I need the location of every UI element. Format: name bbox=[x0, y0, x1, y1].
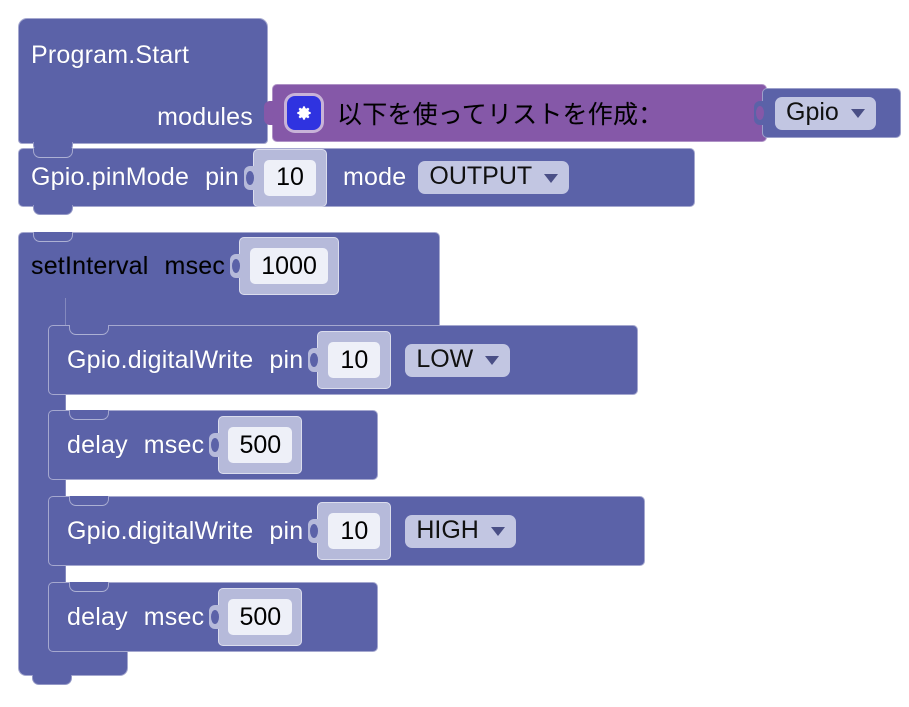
chevron-down-icon bbox=[544, 173, 559, 183]
pinmode-mode-dropdown[interactable]: OUTPUT bbox=[418, 161, 570, 194]
block-digital-write-low[interactable]: Gpio.digitalWrite pin 10 LOW bbox=[48, 325, 638, 395]
block-notch-top bbox=[69, 582, 109, 592]
block-program-start[interactable]: Program.Start modules bbox=[18, 18, 268, 152]
pinmode-pin-value-block[interactable]: 10 bbox=[244, 148, 328, 207]
chevron-down-icon bbox=[850, 109, 865, 118]
digital-write-low-name: Gpio.digitalWrite bbox=[67, 345, 254, 374]
gear-icon[interactable] bbox=[287, 96, 321, 130]
block-gpio-pinmode[interactable]: Gpio.pinMode pin 10 mode OUTPUT bbox=[18, 148, 695, 215]
delay-2-name: delay bbox=[67, 602, 128, 631]
block-notch-bottom bbox=[32, 675, 72, 685]
block-notch-top bbox=[69, 410, 109, 420]
block-notch-top bbox=[33, 232, 73, 242]
value-connector-tab bbox=[209, 433, 220, 457]
loop-inner-notch bbox=[66, 298, 406, 306]
value-connector-tab bbox=[230, 254, 241, 278]
chevron-down-icon bbox=[485, 356, 500, 365]
pinmode-pin-label: pin bbox=[205, 163, 240, 191]
digital-write-low-pin-label: pin bbox=[269, 345, 304, 374]
value-connector-tab bbox=[264, 101, 274, 125]
digital-write-low-pin-input[interactable]: 10 bbox=[328, 342, 381, 378]
block-delay-1[interactable]: delay msec 500 bbox=[48, 410, 378, 480]
digital-write-high-name: Gpio.digitalWrite bbox=[67, 516, 254, 545]
delay-2-msec-label: msec bbox=[143, 602, 205, 631]
digital-write-high-pin-value-block[interactable]: 10 bbox=[308, 502, 392, 560]
delay-2-msec-value-block[interactable]: 500 bbox=[209, 588, 303, 646]
delay-2-msec-input[interactable]: 500 bbox=[228, 599, 293, 635]
pinmode-pin-input[interactable]: 10 bbox=[264, 159, 317, 196]
block-notch-bottom bbox=[33, 205, 73, 215]
digital-write-low-state-dropdown[interactable]: LOW bbox=[405, 343, 511, 377]
pinmode-mode-label: mode bbox=[343, 163, 407, 191]
set-interval-name: setInterval bbox=[31, 251, 149, 280]
block-create-list-with[interactable]: 以下を使ってリストを作成： bbox=[264, 84, 767, 142]
delay-1-msec-value-block[interactable]: 500 bbox=[209, 416, 303, 474]
block-notch-top bbox=[69, 496, 109, 506]
program-start-modules-label: modules bbox=[157, 103, 253, 131]
digital-write-high-pin-label: pin bbox=[269, 516, 304, 545]
value-connector-tab bbox=[308, 519, 319, 543]
digital-write-high-state-value: HIGH bbox=[416, 515, 479, 544]
block-digital-write-high[interactable]: Gpio.digitalWrite pin 10 HIGH bbox=[48, 496, 645, 566]
value-connector-tab bbox=[308, 348, 319, 372]
gpio-module-dropdown[interactable]: Gpio bbox=[775, 96, 876, 130]
digital-write-high-state-dropdown[interactable]: HIGH bbox=[405, 514, 516, 548]
value-connector-tab bbox=[244, 165, 255, 190]
delay-1-msec-label: msec bbox=[143, 430, 205, 459]
block-notch-top bbox=[69, 325, 109, 335]
block-notch-top bbox=[33, 148, 73, 158]
pinmode-name: Gpio.pinMode bbox=[31, 163, 190, 191]
digital-write-low-state-value: LOW bbox=[416, 344, 474, 373]
chevron-down-icon bbox=[490, 527, 505, 536]
set-interval-msec-input[interactable]: 1000 bbox=[250, 248, 329, 284]
digital-write-low-pin-value-block[interactable]: 10 bbox=[308, 331, 392, 389]
block-gpio-module[interactable]: Gpio bbox=[754, 88, 901, 138]
digital-write-high-pin-input[interactable]: 10 bbox=[328, 513, 381, 549]
pinmode-mode-value: OUTPUT bbox=[429, 162, 533, 190]
block-delay-2[interactable]: delay msec 500 bbox=[48, 582, 378, 652]
gpio-module-value: Gpio bbox=[786, 97, 839, 126]
program-start-title: Program.Start bbox=[31, 41, 190, 69]
delay-1-msec-input[interactable]: 500 bbox=[228, 427, 293, 463]
set-interval-msec-value-block[interactable]: 1000 bbox=[230, 237, 340, 295]
create-list-label: 以下を使ってリストを作成： bbox=[337, 100, 664, 129]
delay-1-name: delay bbox=[67, 430, 128, 459]
value-connector-tab bbox=[754, 101, 764, 125]
block-set-interval[interactable]: setInterval msec 1000 bbox=[18, 232, 440, 333]
set-interval-msec-label: msec bbox=[164, 251, 226, 280]
value-connector-tab bbox=[209, 605, 220, 629]
